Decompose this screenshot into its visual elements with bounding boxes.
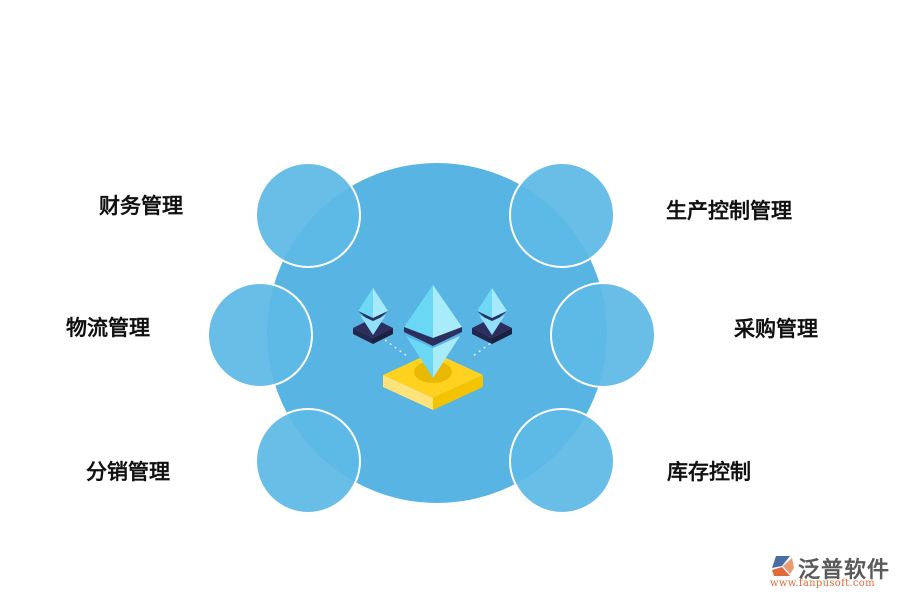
node-circle-purchasing xyxy=(550,282,656,388)
ethereum-crystals-on-platform-icon xyxy=(353,285,512,410)
fanpu-logo-icon xyxy=(772,556,794,576)
label-purchasing: 采购管理 xyxy=(734,317,818,341)
watermark-name: 泛普软件 xyxy=(798,558,891,583)
label-distribution: 分销管理 xyxy=(86,460,170,484)
watermark-logo: 泛普软件 www.fanpusoft.com xyxy=(768,552,893,592)
label-logistics: 物流管理 xyxy=(66,316,150,340)
node-circle-production xyxy=(509,162,615,268)
node-circle-distribution xyxy=(255,408,361,514)
node-circle-inventory xyxy=(509,408,615,514)
label-finance: 财务管理 xyxy=(99,194,183,218)
watermark-url: www.fanpusoft.com xyxy=(770,578,875,589)
node-circle-logistics xyxy=(207,282,313,388)
label-production: 生产控制管理 xyxy=(666,199,792,223)
label-inventory: 库存控制 xyxy=(667,460,751,484)
node-circle-finance xyxy=(255,162,361,268)
